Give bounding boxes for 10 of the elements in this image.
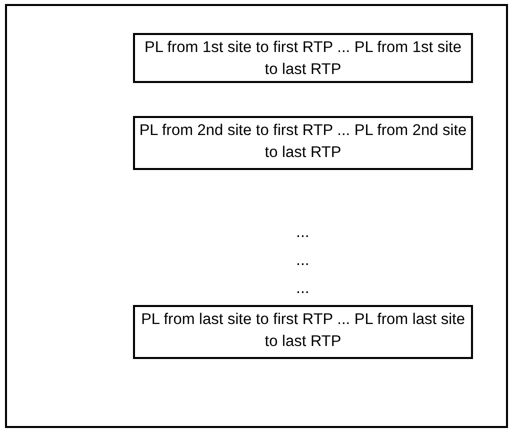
outer-frame — [5, 4, 508, 428]
box-text: PL from 1st site to first RTP ... PL from 1st site to last RTP — [144, 38, 462, 80]
box-text: PL from last site to first RTP ... PL from last site to last RTP — [140, 310, 466, 352]
ellipsis-text: ... — [296, 224, 310, 242]
ellipsis-text: ... — [296, 252, 310, 270]
ellipsis-text: ... — [296, 280, 310, 298]
text-box — [133, 33, 473, 83]
box-text: PL from 2nd site to first RTP ... PL from 2nd site to last RTP — [138, 121, 468, 163]
text-box — [133, 116, 473, 170]
text-box — [133, 305, 473, 359]
